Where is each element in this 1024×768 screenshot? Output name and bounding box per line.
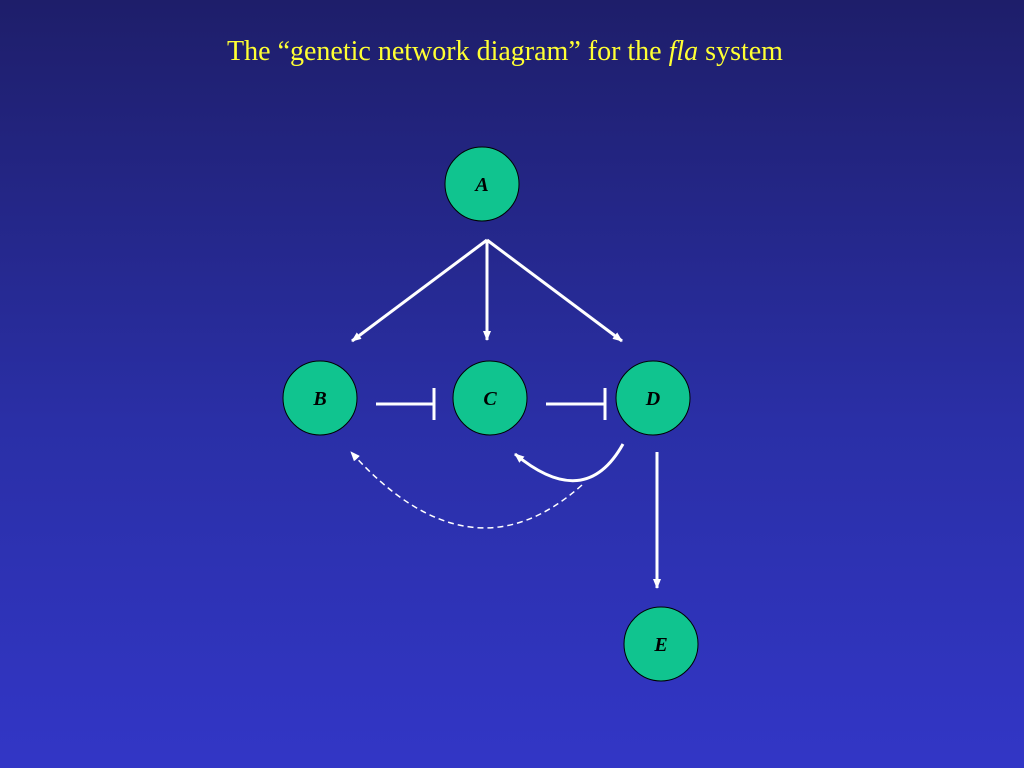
node-e: E bbox=[623, 606, 699, 682]
node-b-label: B bbox=[312, 388, 326, 410]
repression-c-to-d bbox=[546, 388, 607, 420]
node-b: B bbox=[282, 360, 358, 436]
node-e-label: E bbox=[653, 634, 667, 656]
node-c-label: C bbox=[483, 388, 497, 410]
slide-title: The “genetic network diagram” for the fl… bbox=[0, 34, 1010, 70]
title-text-italic: fla bbox=[668, 36, 699, 67]
node-c: C bbox=[452, 360, 528, 436]
title-text-after: system bbox=[705, 36, 783, 67]
node-d: D bbox=[615, 360, 691, 436]
title-text-before: The “genetic network diagram” for the bbox=[227, 36, 662, 67]
node-a: A bbox=[444, 146, 520, 222]
node-a-label: A bbox=[473, 174, 488, 196]
edge-a-to-b bbox=[351, 238, 488, 343]
edge-d-to-b-dashed bbox=[350, 451, 583, 529]
edge-a-to-d bbox=[486, 238, 623, 343]
repression-b-to-c bbox=[376, 388, 436, 420]
node-d-label: D bbox=[645, 388, 660, 410]
edge-d-to-c-feedback bbox=[514, 443, 625, 483]
